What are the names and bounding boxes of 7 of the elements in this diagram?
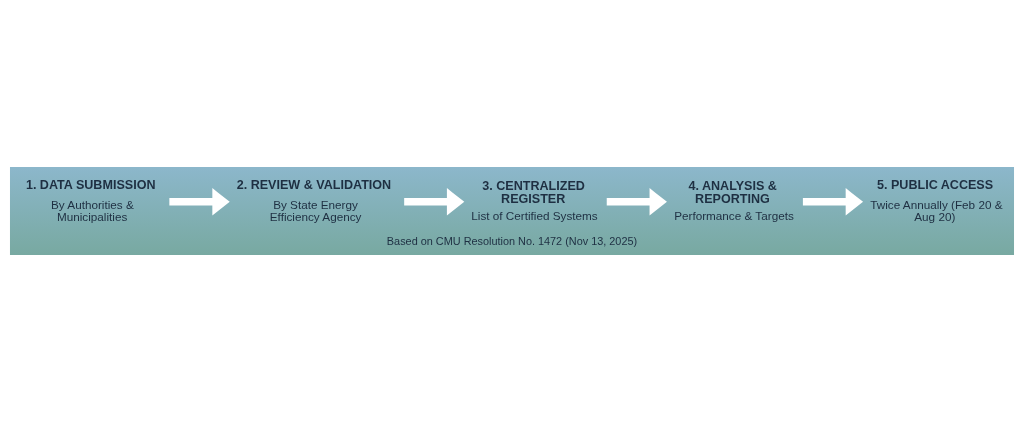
node-text: 5. PUBLIC ACCESS Twice Annually (Feb 20 & Aug 20)	[870, 178, 1003, 224]
node-text: 1. DATA SUBMISSION By Authorities & Municipalities	[25, 178, 156, 224]
node-text: 2. REVIEW & VALIDATION By State Energy Efficiency Agency	[236, 178, 392, 224]
arrow	[802, 188, 864, 216]
node-text: 3. CENTRALIZED REGISTER List of Certified Systems	[471, 179, 598, 223]
caption: Based on CMU Resolution No. 1472 (Nov 13, 2025)	[386, 235, 638, 248]
node-text: 4. ANALYSIS & REPORTING Performance & Targets	[674, 179, 794, 223]
